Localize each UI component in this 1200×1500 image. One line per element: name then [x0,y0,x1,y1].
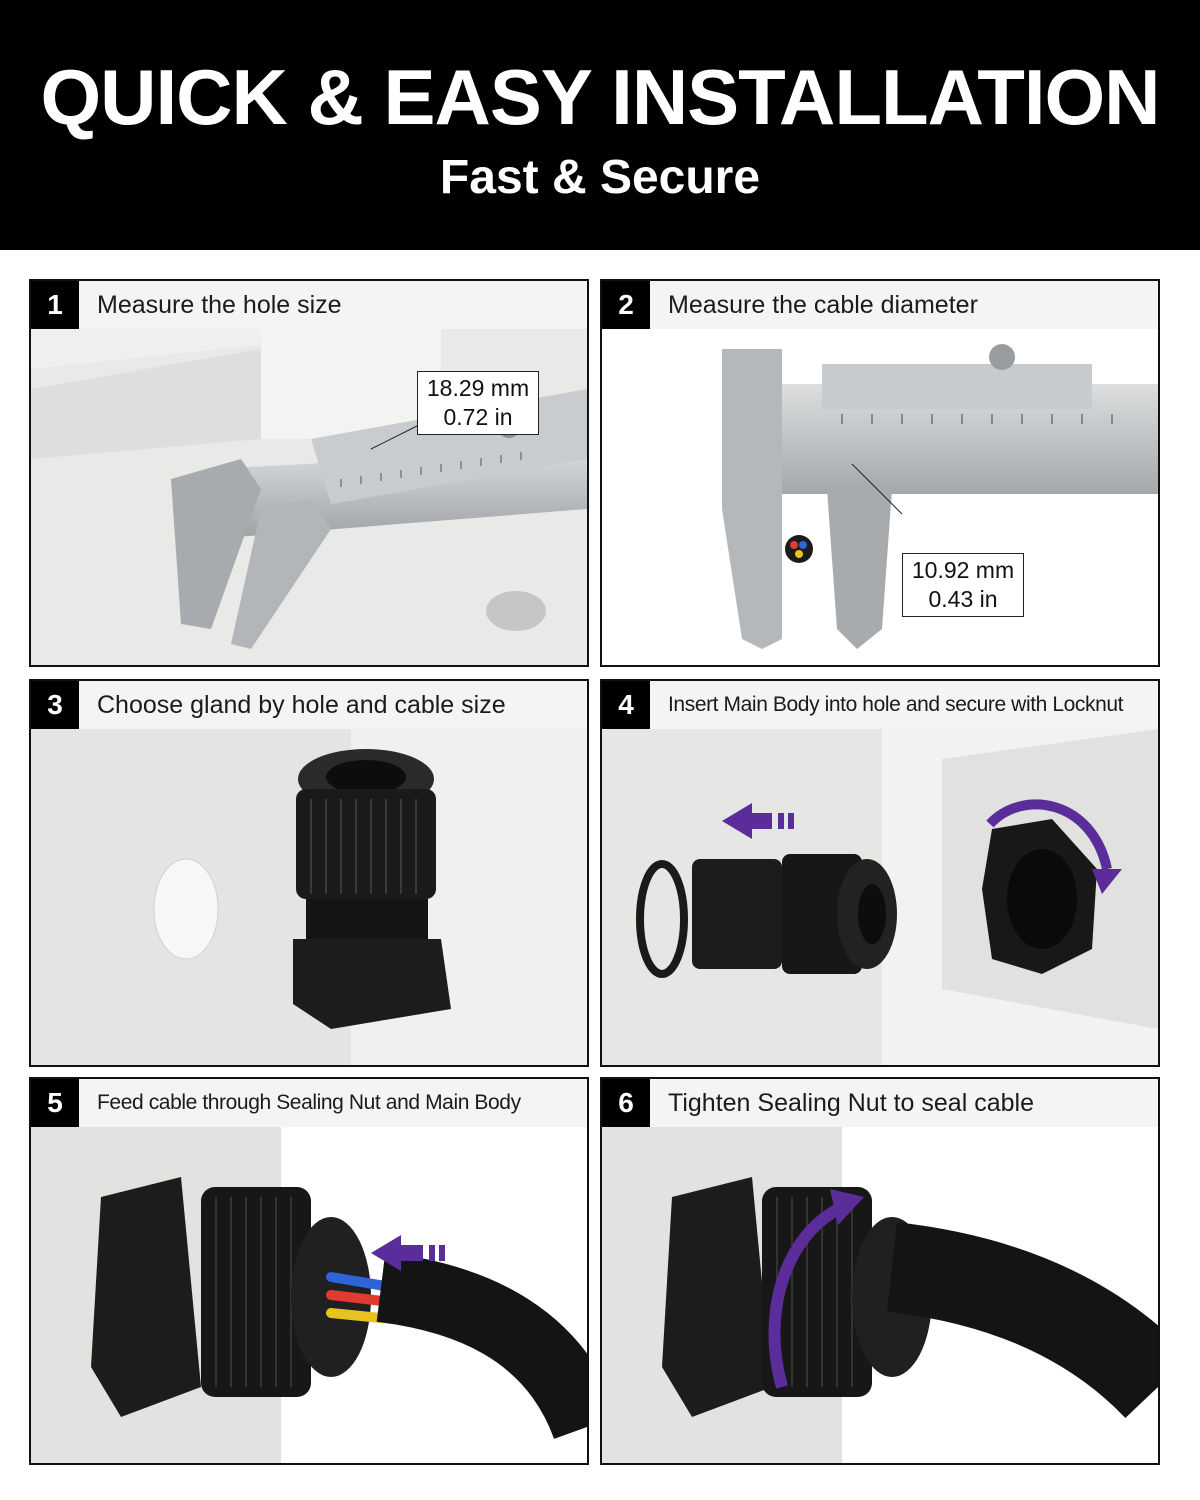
step-illustration [602,729,1158,1065]
cable-icon [326,1252,587,1440]
caliper-icon [602,329,1158,665]
measurement-label: 18.29 mm 0.72 in [417,371,539,435]
step-number: 5 [31,1079,79,1127]
step-illustration [602,1127,1158,1463]
step-card-4: 4 Insert Main Body into hole and secure … [600,679,1160,1067]
step-card-5: 5 Feed cable through Sealing Nut and Mai… [29,1077,589,1465]
arrow-insert-icon [371,1235,445,1271]
step-number: 2 [602,281,650,329]
header-banner: QUICK & EASY INSTALLATION Fast & Secure [0,0,1200,250]
step-card-3: 3 Choose gland by hole and cable size [29,679,589,1067]
step-header: 5 Feed cable through Sealing Nut and Mai… [31,1079,587,1127]
step-image [602,1127,1158,1463]
step-number: 6 [602,1079,650,1127]
step-caption: Insert Main Body into hole and secure wi… [668,693,1124,716]
arrow-rotate-icon [768,1189,864,1389]
step-header: 1 Measure the hole size [31,281,587,329]
cable-gland-icon [31,729,587,1065]
step-card-6: 6 Tighten Sealing Nut to seal cable [600,1077,1160,1465]
step-header: 2 Measure the cable diameter [602,281,1158,329]
measurement-mm: 10.92 mm [911,557,1015,583]
step-header: 6 Tighten Sealing Nut to seal cable [602,1079,1158,1127]
step-caption: Choose gland by hole and cable size [97,690,506,719]
step-card-2: 2 Measure the cable diameter [600,279,1160,667]
step-caption: Measure the cable diameter [668,290,978,319]
step-header: 4 Insert Main Body into hole and secure … [602,681,1158,729]
step-number: 4 [602,681,650,729]
arrow-rotate-icon [986,799,1122,894]
step-image [602,329,1158,665]
step-caption: Feed cable through Sealing Nut and Main … [97,1091,521,1114]
page-subtitle: Fast & Secure [439,151,761,204]
step-number: 3 [31,681,79,729]
measurement-label: 10.92 mm 0.43 in [902,553,1024,617]
measurement-mm: 18.29 mm [426,375,530,401]
page-title: QUICK & EASY INSTALLATION [40,53,1160,141]
step-card-1: 1 Measure the hole size [29,279,589,667]
step-image [31,1127,587,1463]
measurement-in: 0.43 in [928,586,998,612]
measurement-in: 0.72 in [443,404,513,430]
step-image [31,729,587,1065]
step-caption: Measure the hole size [97,290,342,319]
arrow-insert-icon [722,803,794,839]
step-caption: Tighten Sealing Nut to seal cable [668,1088,1034,1117]
step-number: 1 [31,281,79,329]
step-illustration [31,1127,587,1463]
step-image [602,729,1158,1065]
cable-icon [886,1222,1158,1419]
step-header: 3 Choose gland by hole and cable size [31,681,587,729]
